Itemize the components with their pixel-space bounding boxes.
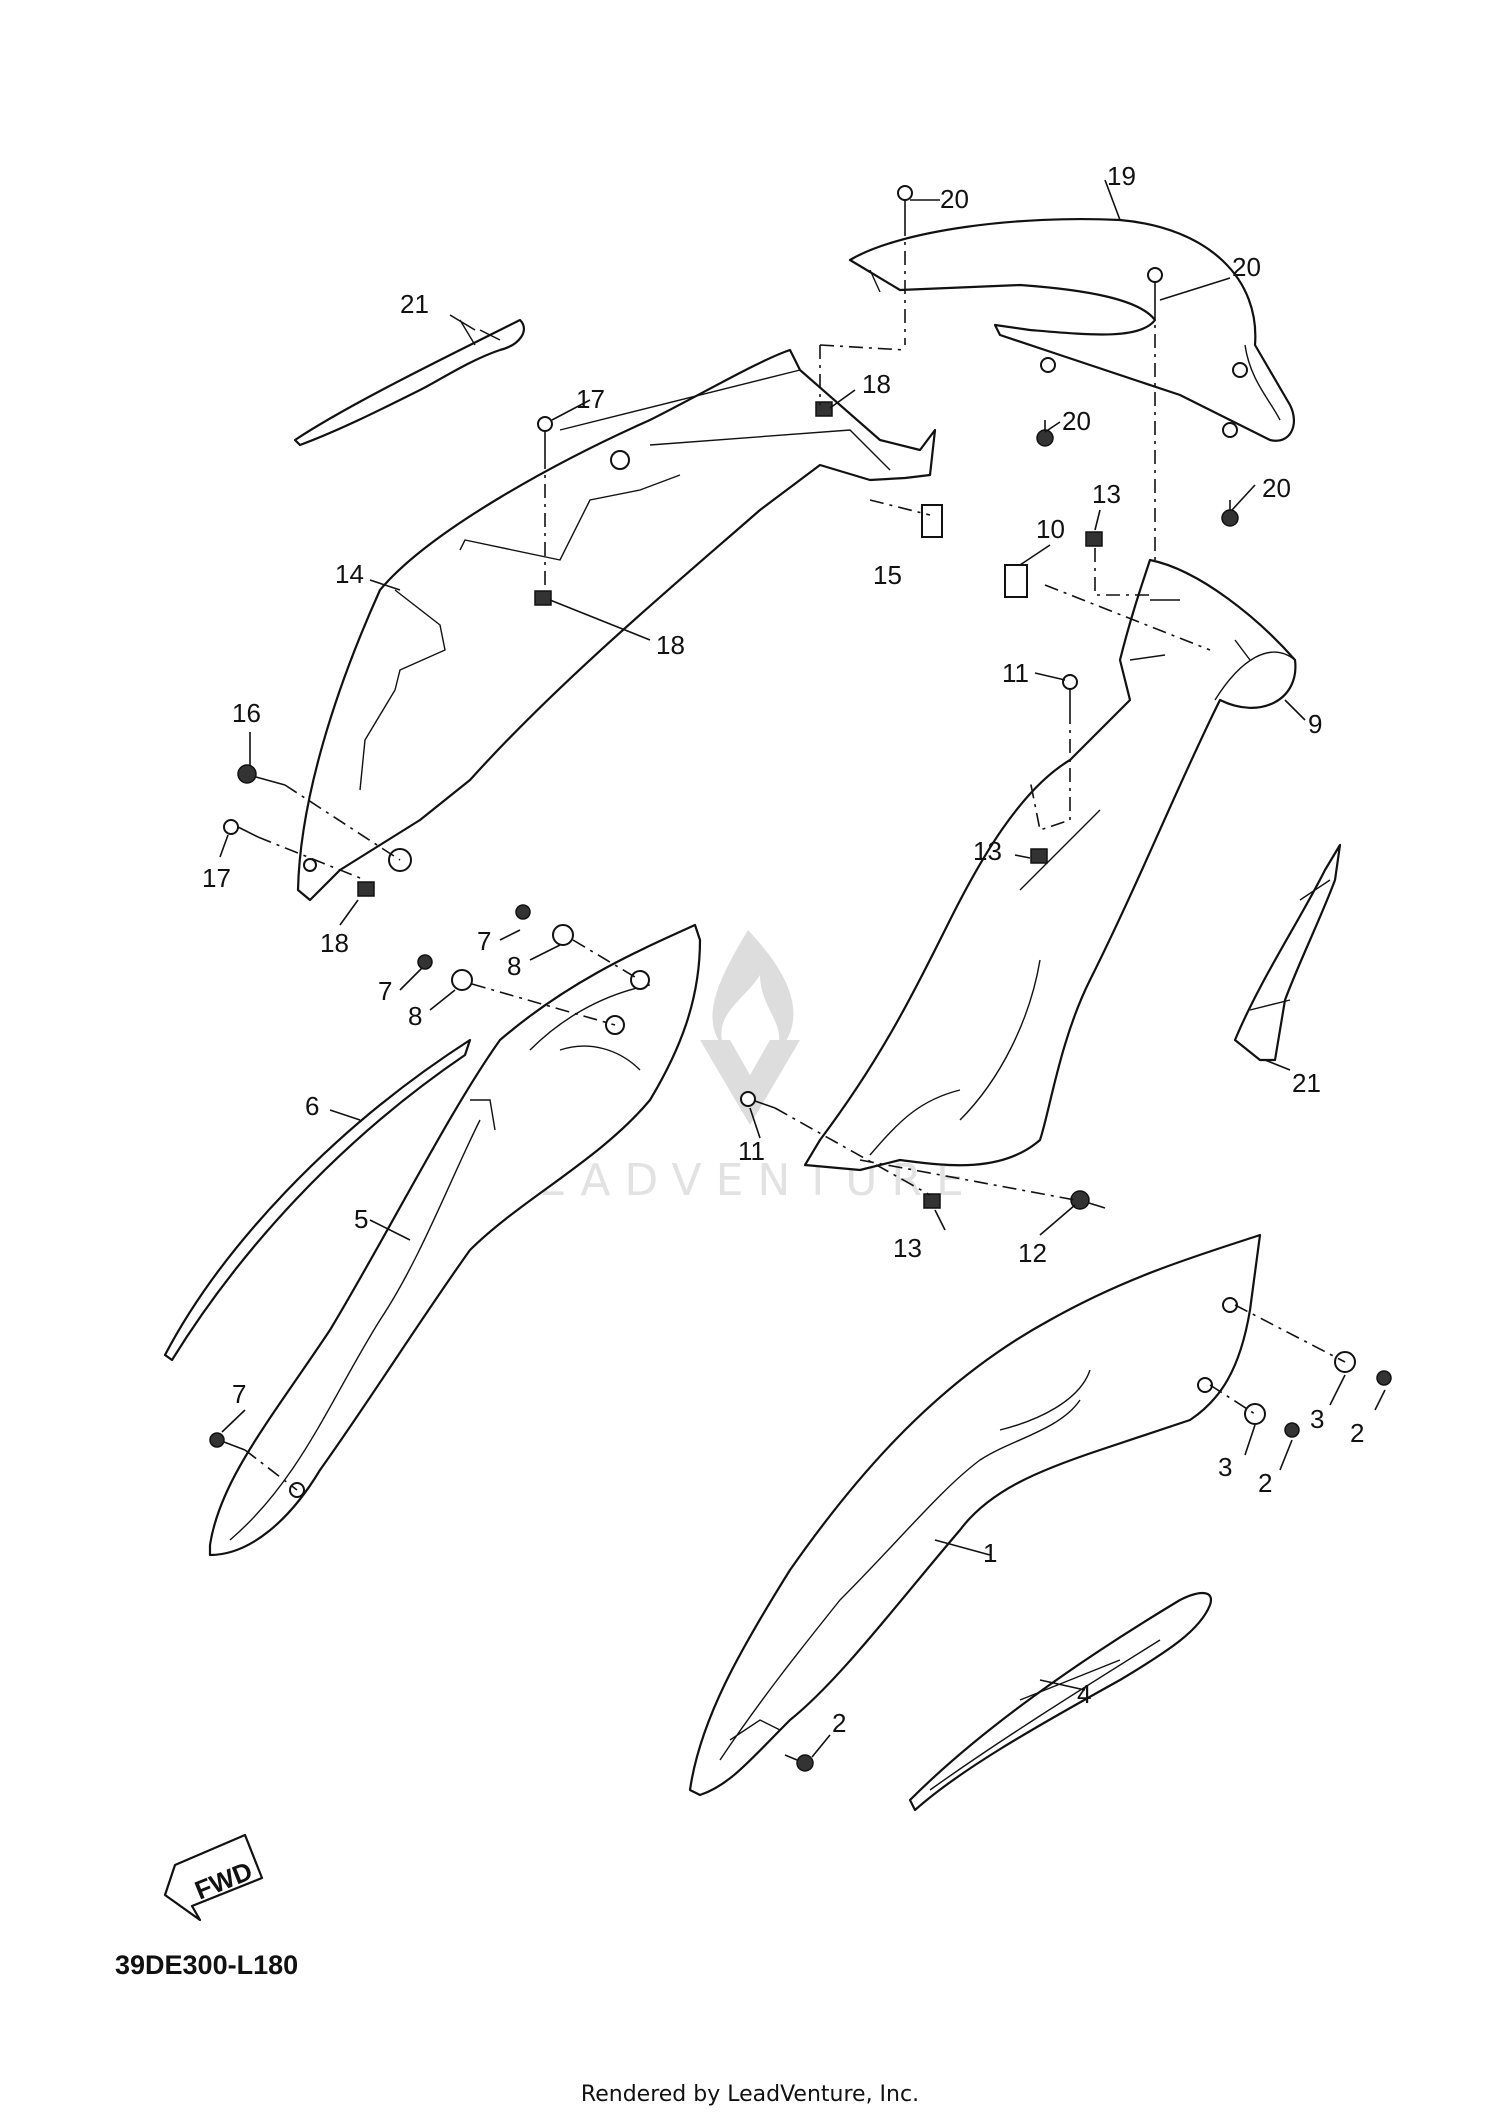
callout-6: 6 (305, 1091, 319, 1121)
part-6-trim-strip (163, 1038, 472, 1362)
callout-leaders (219, 179, 1386, 1758)
callout-15: 15 (873, 560, 902, 590)
callout-19: 19 (1107, 161, 1136, 191)
callout-12: 12 (1018, 1238, 1047, 1268)
callout-3: 3 (1218, 1452, 1232, 1482)
callout-7: 7 (477, 926, 491, 956)
callout-5: 5 (354, 1204, 368, 1234)
callout-20: 20 (1262, 473, 1291, 503)
callout-7: 7 (232, 1379, 246, 1409)
callout-1: 1 (983, 1538, 997, 1568)
fwd-arrow-icon: FWD (163, 1833, 264, 1922)
callout-9: 9 (1308, 709, 1322, 739)
xmax-logo-lower (1233, 843, 1342, 1062)
part-10-pad (1004, 564, 1028, 598)
xmax-logo-upper (293, 318, 525, 447)
callout-13: 13 (1092, 479, 1121, 509)
diagram-code: 39DE300-L180 (115, 1950, 299, 1980)
callout-8: 8 (507, 951, 521, 981)
part-15-pad (921, 504, 943, 538)
callout-11: 11 (1002, 658, 1029, 688)
callout-21: 21 (1292, 1068, 1321, 1098)
callout-13: 13 (893, 1233, 922, 1263)
callout-8: 8 (408, 1001, 422, 1031)
callout-7: 7 (378, 976, 392, 1006)
callout-20: 20 (940, 184, 969, 214)
callout-3: 3 (1310, 1404, 1324, 1434)
callout-20: 20 (1062, 406, 1091, 436)
callout-18: 18 (320, 928, 349, 958)
assembly-lines (244, 222, 1346, 1491)
callout-14: 14 (335, 559, 364, 589)
callout-4: 4 (1077, 1679, 1091, 1709)
callout-11: 11 (738, 1136, 765, 1166)
callout-18: 18 (656, 630, 685, 660)
callout-2: 2 (1350, 1418, 1364, 1448)
rendered-by-footer: Rendered by LeadVenture, Inc. (580, 2082, 920, 2107)
part-5-side-panel (208, 923, 702, 1557)
callout-13: 13 (973, 836, 1002, 866)
callout-18: 18 (862, 369, 891, 399)
callout-21: 21 (400, 289, 429, 319)
part-1-lower-side-cover (688, 1233, 1262, 1797)
callout-2: 2 (1258, 1468, 1272, 1498)
callout-20: 20 (1232, 252, 1261, 282)
callout-16: 16 (232, 698, 261, 728)
callout-10: 10 (1036, 514, 1065, 544)
part-14-left-side-cover (296, 348, 937, 902)
callout-labels: 19 20 20 20 20 21 17 18 14 18 15 13 10 1… (202, 161, 1364, 1738)
callout-2: 2 (832, 1708, 846, 1738)
part-9-right-side-cover (803, 558, 1297, 1172)
part-19-upper-cover (848, 217, 1295, 442)
callout-17: 17 (576, 384, 605, 414)
part-4-decal (908, 1592, 1213, 1812)
callout-17: 17 (202, 863, 231, 893)
fasteners (209, 185, 1392, 1772)
